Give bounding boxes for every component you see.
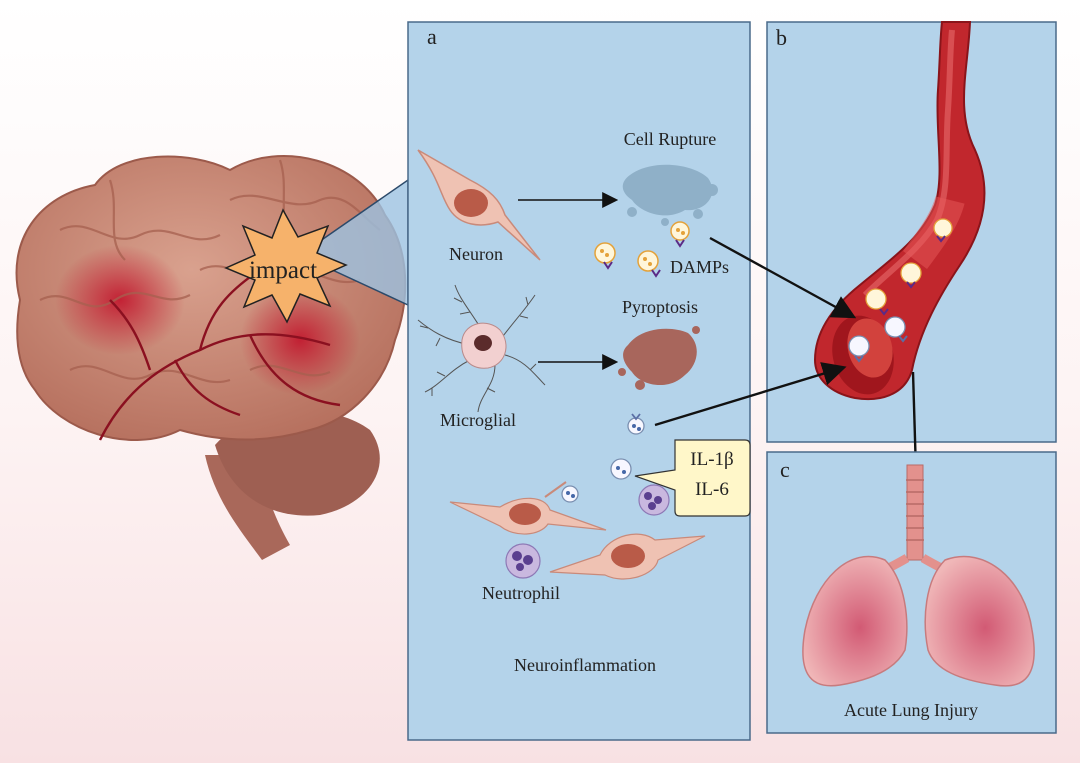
- inflamed-region-front: [55, 245, 185, 355]
- il1b-label: IL-1β: [690, 449, 733, 470]
- neuron-cell-lower: [449, 481, 607, 535]
- ruptured-cell: [622, 164, 718, 226]
- pyroptotic-cell: [618, 326, 700, 390]
- brain-vessels: [98, 269, 341, 441]
- neuron-label: Neuron: [449, 244, 503, 264]
- microglial-label: Microglial: [440, 410, 516, 430]
- vessel-particles: [848, 218, 953, 363]
- trachea: [906, 464, 924, 561]
- il6-label: IL-6: [695, 479, 729, 500]
- panel-b-letter: b: [776, 25, 787, 50]
- damp-particles: [594, 221, 690, 278]
- panel-a: [407, 21, 751, 741]
- microglia-cell: [417, 284, 546, 413]
- neuron-cell: [417, 149, 541, 261]
- cytokine-callout: [634, 439, 751, 517]
- panel-c-letter: c: [780, 457, 790, 482]
- cytokine-particles: [561, 413, 645, 503]
- panel-b: [766, 21, 1057, 443]
- neutrophil-label: Neutrophil: [482, 583, 560, 603]
- impact-burst: [224, 208, 348, 324]
- pyroptosis-label: Pyroptosis: [622, 297, 698, 317]
- cell-rupture-label: Cell Rupture: [624, 129, 717, 149]
- acute-lung-injury-label: Acute Lung Injury: [844, 700, 978, 720]
- brainstem: [205, 455, 290, 560]
- right-lung: [924, 555, 1035, 687]
- neutrophil-cell: [505, 543, 541, 579]
- impact-label: impact: [249, 257, 317, 284]
- neutrophil-cell-2: [638, 484, 670, 516]
- cytokines-to-vessel-arrow: [654, 362, 847, 427]
- panel-a-letter: a: [427, 24, 437, 49]
- neuron-cell-lower-2: [549, 533, 706, 580]
- brain-illustration: [15, 155, 407, 560]
- lungs-illustration: [802, 464, 1035, 687]
- damps-label: DAMPs: [670, 257, 729, 277]
- neuroinflammation-label: Neuroinflammation: [514, 655, 656, 675]
- damps-to-vessel-arrow: [709, 236, 857, 319]
- left-lung: [802, 555, 908, 687]
